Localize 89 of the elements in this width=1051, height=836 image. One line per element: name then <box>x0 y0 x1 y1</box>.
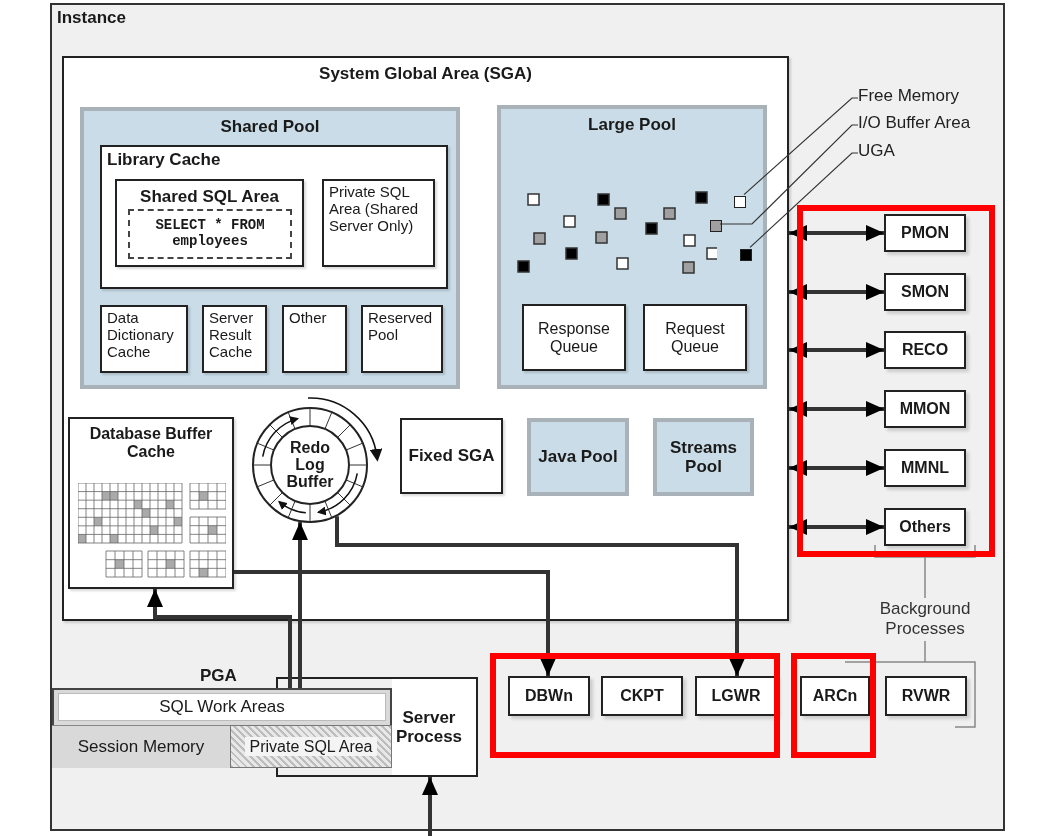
process-box <box>800 676 870 716</box>
process-box <box>884 390 966 428</box>
arrow <box>789 519 884 535</box>
sql-statement-box <box>128 209 292 259</box>
process-box <box>884 273 966 311</box>
area-title: CKPT <box>620 687 664 705</box>
area-title: Database Buffer Cache <box>88 425 214 461</box>
area-title: LGWR <box>711 687 761 705</box>
area-title: Java Pool <box>538 447 618 467</box>
area-title: Session Memory <box>77 737 205 757</box>
area-title: PGA <box>200 666 237 686</box>
area-title: SELECT * FROM employees <box>154 218 266 250</box>
area-title: Redo Log Buffer <box>285 440 335 491</box>
area-title: SMON <box>901 283 949 301</box>
area-title: Streams Pool <box>668 437 739 477</box>
area-title: Shared Pool <box>220 117 320 137</box>
callout-label: UGA <box>858 141 895 161</box>
memory-area-box <box>68 417 234 589</box>
process-box <box>884 508 966 546</box>
memory-area-box <box>115 179 304 267</box>
process-box <box>885 676 967 716</box>
area-title: Library Cache <box>107 150 221 170</box>
memory-area-box <box>322 179 435 267</box>
area-title: SQL Work Areas <box>159 697 285 717</box>
area-title: Large Pool <box>588 115 676 135</box>
memory-pool-box <box>653 418 754 496</box>
area-title: Response Queue <box>536 319 611 356</box>
memory-area-box <box>52 725 230 768</box>
leader-line <box>743 97 859 196</box>
area-title: Shared SQL Area <box>140 187 279 207</box>
area-title: MMNL <box>901 459 949 477</box>
arrow <box>789 342 884 358</box>
memory-area-box <box>643 304 747 371</box>
memory-area-box <box>100 305 188 373</box>
process-box <box>392 677 478 777</box>
area-title: Instance <box>57 8 126 28</box>
area-title: MMON <box>899 400 951 418</box>
memory-area-box <box>202 305 267 373</box>
memory-chunk-square <box>740 249 752 261</box>
group-label: Background Processes <box>878 599 972 639</box>
area-title: PMON <box>901 224 949 242</box>
memory-pool-box <box>80 107 460 389</box>
instance-panel <box>50 3 1005 831</box>
area-title: DBWn <box>525 687 573 705</box>
leader-line <box>719 124 859 225</box>
memory-area-box <box>282 305 347 373</box>
process-box <box>884 331 966 369</box>
process-box <box>884 449 966 487</box>
memory-area-box <box>58 693 386 721</box>
memory-chunk-square <box>734 196 746 208</box>
memory-area-box <box>400 418 503 494</box>
area-title: RECO <box>901 341 949 359</box>
area-title: Other <box>289 310 327 327</box>
area-title: Server Result Cache <box>209 310 255 361</box>
arrow <box>789 401 884 417</box>
arrow <box>147 589 292 688</box>
memory-area-box <box>100 145 448 289</box>
area-title: Others <box>899 518 951 536</box>
memory-area-box <box>361 305 443 373</box>
area-title: System Global Area (SGA) <box>319 64 532 84</box>
memory-area-box <box>230 725 392 768</box>
area-title: Reserved Pool <box>368 310 434 344</box>
process-box <box>508 676 590 716</box>
memory-pool-box <box>497 105 767 389</box>
arrow <box>292 522 308 688</box>
process-box <box>695 676 777 716</box>
process-box <box>601 676 683 716</box>
memory-chunk-square <box>710 220 722 232</box>
memory-pool-box <box>527 418 629 496</box>
arrow <box>234 570 556 676</box>
area-title: Server Process <box>394 707 464 747</box>
arrow <box>335 516 745 676</box>
callout-label: I/O Buffer Area <box>858 113 971 133</box>
arrow <box>422 777 438 836</box>
memory-area-box <box>522 304 626 371</box>
callout-label: Free Memory <box>858 86 960 106</box>
memory-area-box <box>62 56 789 621</box>
area-title: ARCn <box>812 687 858 705</box>
area-title: Data Dictionary Cache <box>107 310 175 361</box>
area-title: Request Queue <box>664 319 726 356</box>
arrow <box>789 225 884 241</box>
area-title: Private SQL Area <box>245 736 377 757</box>
leader-line <box>749 152 859 248</box>
arrow <box>789 284 884 300</box>
area-title: RVWR <box>901 687 951 705</box>
process-box <box>884 214 966 252</box>
area-title: Fixed SGA <box>408 446 495 466</box>
arrow <box>789 460 884 476</box>
area-title: Private SQL Area (Shared Server Only) <box>329 184 420 235</box>
